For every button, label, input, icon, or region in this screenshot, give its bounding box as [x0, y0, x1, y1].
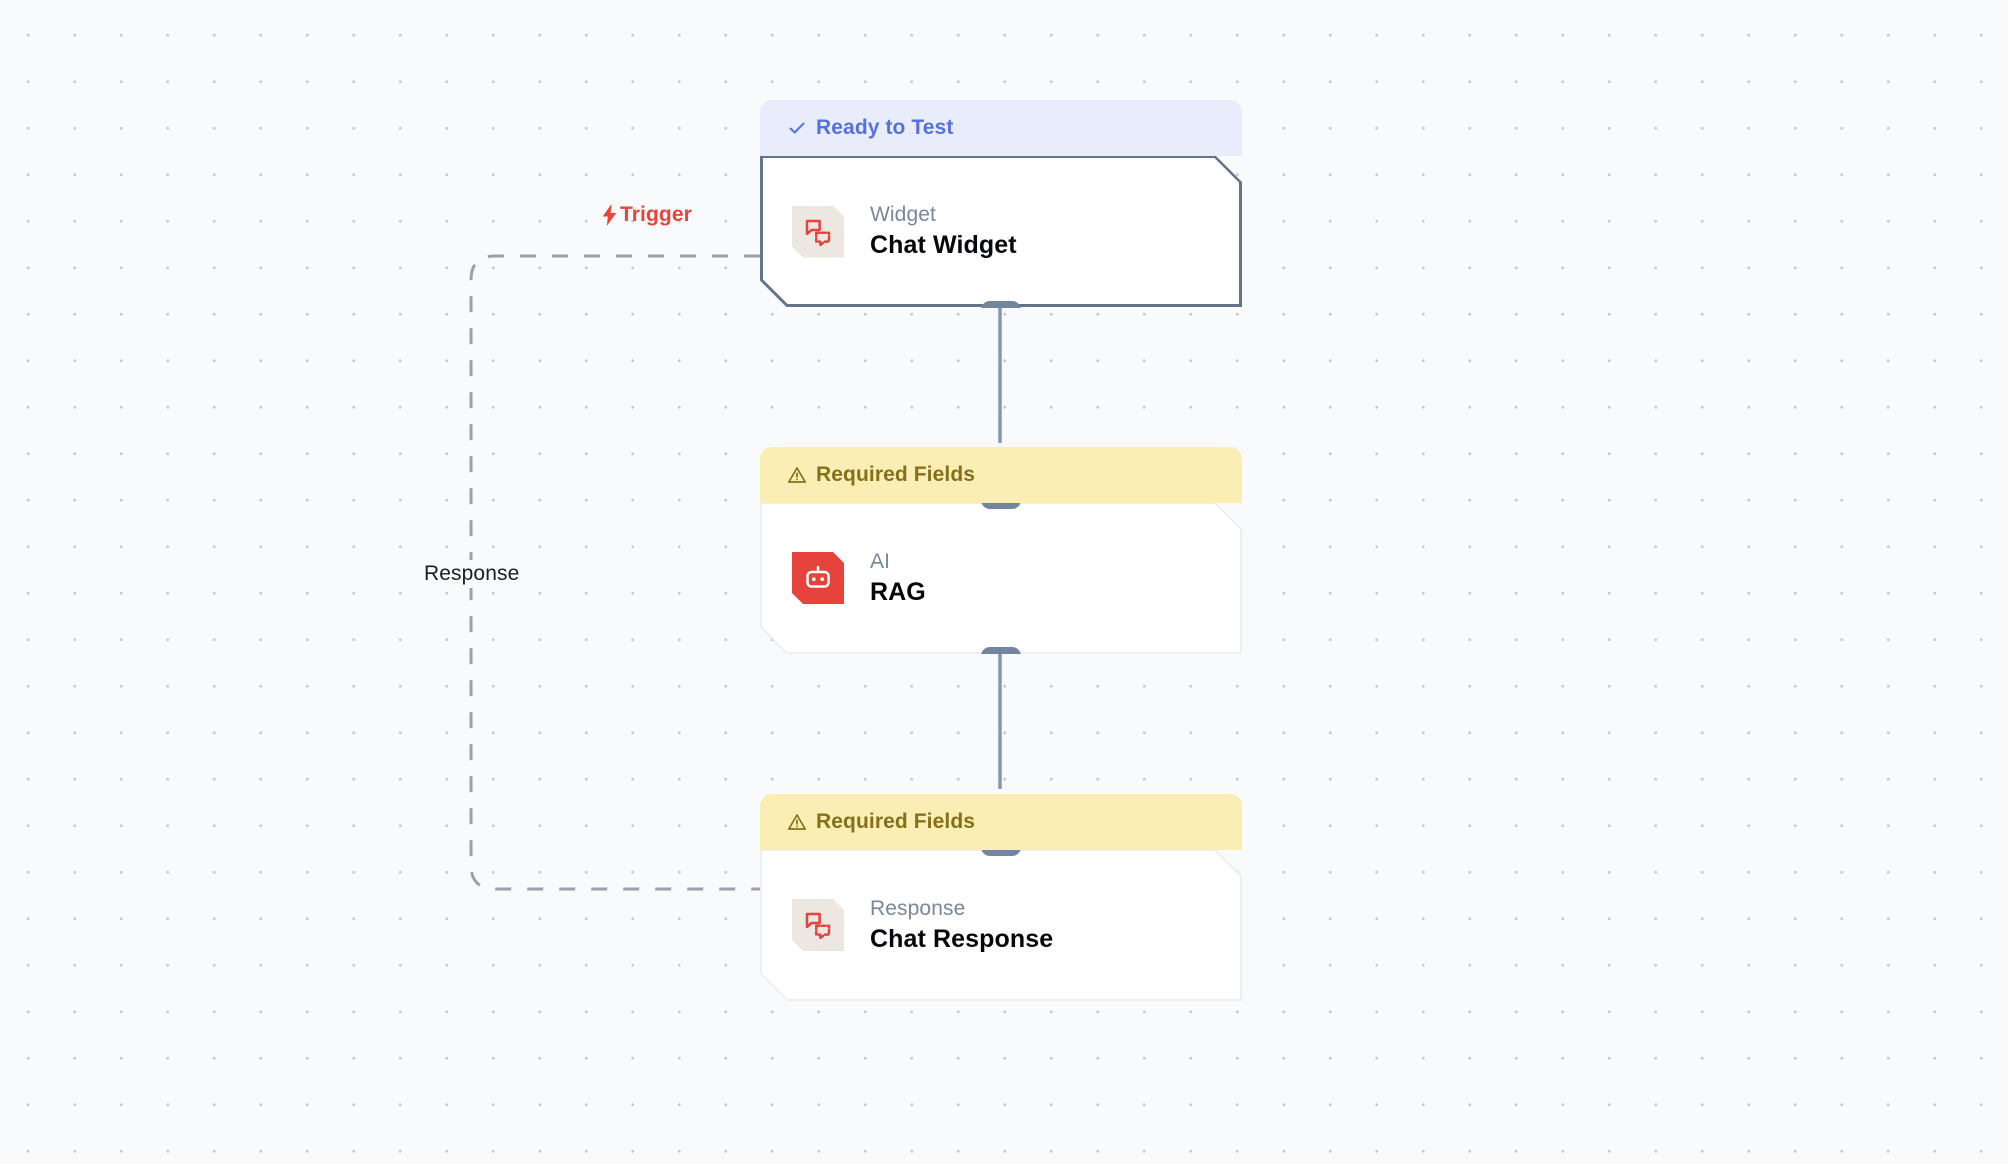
- warning-triangle-icon: [787, 465, 807, 485]
- node-card-chat-widget[interactable]: Widget Chat Widget: [760, 155, 1242, 308]
- node-text: Widget Chat Widget: [870, 203, 1017, 260]
- edge-label-response: Response: [417, 560, 527, 588]
- node-type-label: Response: [870, 896, 966, 920]
- node-card-rag[interactable]: AI RAG: [760, 502, 1242, 654]
- chat-bubbles-icon: [792, 206, 844, 258]
- node-text: Response Chat Response: [870, 897, 1053, 954]
- node-title-label: Chat Response: [870, 924, 1054, 953]
- node-rag[interactable]: Required Fields AI RAG: [760, 447, 1242, 654]
- node-card-chat-response[interactable]: Response Chat Response: [760, 849, 1242, 1001]
- node-title-label: Chat Widget: [870, 231, 1017, 260]
- status-badge-ready-to-test: Ready to Test: [760, 100, 1242, 156]
- node-title-label: RAG: [870, 577, 926, 606]
- handle-source-bottom[interactable]: [981, 301, 1021, 316]
- status-badge-required-fields: Required Fields: [760, 447, 1242, 503]
- node-type-label: AI: [870, 549, 891, 573]
- lightning-bolt-icon: [601, 204, 619, 226]
- edge-label-trigger: Trigger: [601, 203, 692, 227]
- status-badge-required-fields: Required Fields: [760, 794, 1242, 850]
- warning-triangle-icon: [787, 812, 807, 832]
- check-icon: [787, 118, 807, 138]
- status-badge-label: Required Fields: [816, 463, 976, 486]
- node-chat-response[interactable]: Required Fields Response Chat Response: [760, 794, 1242, 1001]
- node-icon-wrap: [790, 897, 846, 953]
- status-badge-label: Ready to Test: [816, 116, 954, 139]
- node-icon-wrap: [790, 204, 846, 260]
- status-badge-label: Required Fields: [816, 810, 976, 833]
- node-icon-wrap: [790, 550, 846, 606]
- edge-label-trigger-text: Trigger: [620, 203, 692, 226]
- chat-bubbles-icon: [792, 899, 844, 951]
- node-type-label: Widget: [870, 203, 936, 227]
- handle-source-bottom[interactable]: [981, 647, 1021, 662]
- robot-icon: [792, 552, 844, 604]
- node-text: AI RAG: [870, 550, 926, 607]
- node-chat-widget[interactable]: Ready to Test Widget Chat Widget: [760, 100, 1242, 308]
